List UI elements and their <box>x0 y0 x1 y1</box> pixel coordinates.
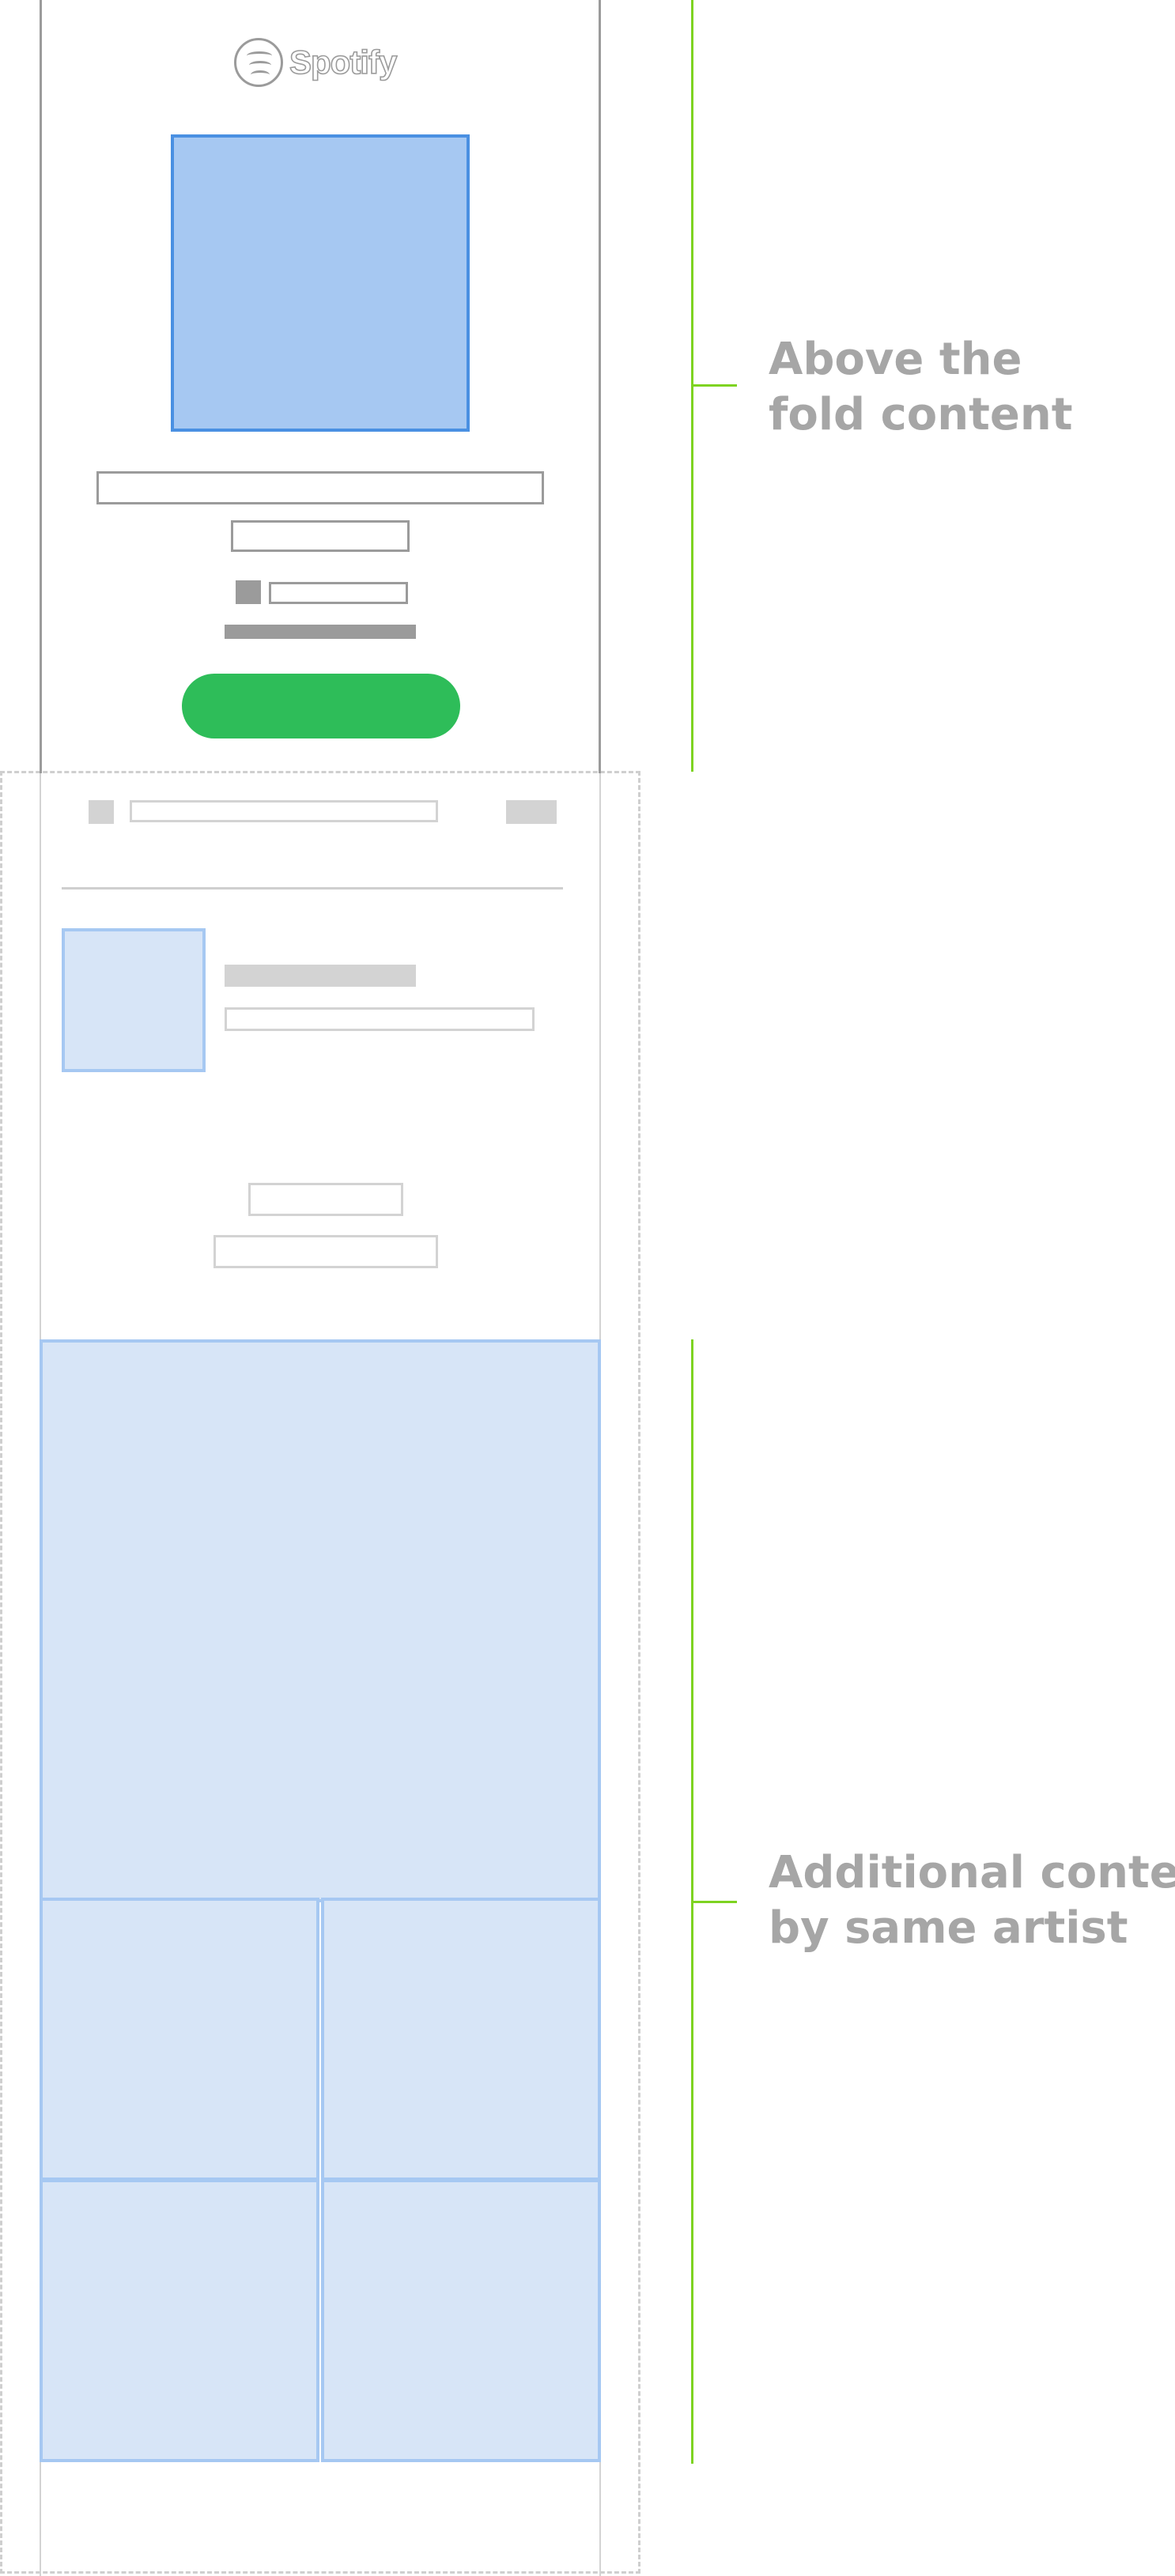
release-info-placeholder <box>225 625 416 639</box>
album-cover-art <box>171 134 470 432</box>
annotation-line: by same artist <box>769 1902 1128 1954</box>
meta-icon-placeholder <box>236 580 261 604</box>
featured-album-tile[interactable] <box>40 1339 601 1902</box>
annotation-line: fold content <box>769 389 1073 440</box>
related-item-title-placeholder <box>225 965 416 987</box>
above-fold-bracket-tick <box>691 384 737 387</box>
artist-name-placeholder <box>231 520 410 552</box>
annotation-line: Additional content <box>769 1847 1175 1898</box>
annotation-line: Above the <box>769 334 1022 385</box>
phone-frame <box>40 0 601 773</box>
tracklist-duration-placeholder <box>506 800 557 824</box>
section-divider <box>62 887 563 890</box>
play-button[interactable] <box>182 674 460 738</box>
below-fold-region <box>0 771 640 2574</box>
album-title-placeholder <box>96 471 544 504</box>
album-tile[interactable] <box>321 2179 601 2462</box>
tracklist-icon-placeholder <box>89 800 114 824</box>
logo-text: Spotify <box>289 43 398 81</box>
related-item-subtitle-placeholder <box>225 1007 535 1031</box>
album-tile[interactable] <box>321 1898 601 2181</box>
footer-link-placeholder[interactable] <box>213 1235 438 1268</box>
additional-content-bracket-tick <box>691 1901 737 1903</box>
tracklist-header-placeholder <box>130 800 438 822</box>
above-fold-annotation: Above the fold content <box>769 332 1073 443</box>
meta-text-placeholder <box>269 582 408 604</box>
footer-text-placeholder <box>248 1183 403 1216</box>
album-tile[interactable] <box>40 1898 319 2181</box>
spotify-logo: Spotify <box>234 36 398 89</box>
spotify-logo-icon <box>234 38 283 87</box>
related-item-thumbnail[interactable] <box>62 928 206 1072</box>
album-tile[interactable] <box>40 2179 319 2462</box>
additional-content-annotation: Additional content by same artist <box>769 1845 1175 1956</box>
